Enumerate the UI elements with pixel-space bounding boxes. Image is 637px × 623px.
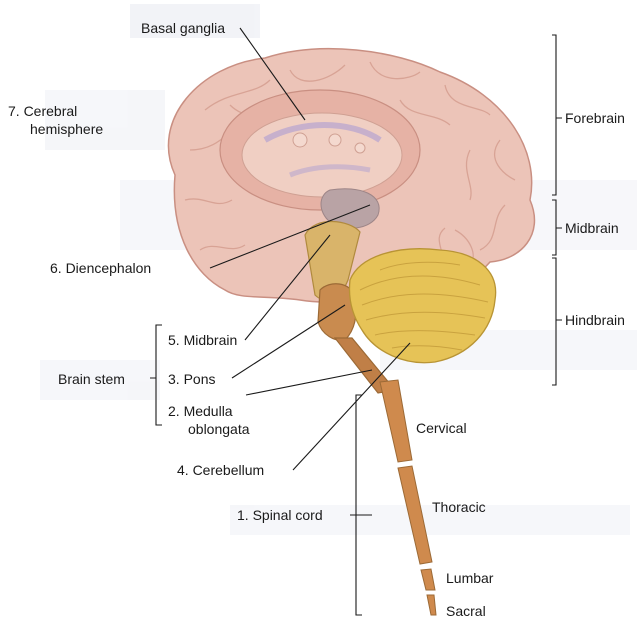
label-medulla: 2. Medulla: [168, 403, 233, 419]
segment-thoracic: Thoracic: [432, 499, 486, 515]
label-midbrain: 5. Midbrain: [168, 332, 237, 348]
label-medulla-2: oblongata: [188, 421, 250, 437]
segment-lumbar: Lumbar: [446, 570, 494, 586]
region-midbrain: Midbrain: [565, 220, 619, 236]
label-brain-stem: Brain stem: [58, 371, 125, 387]
label-cerebellum: 4. Cerebellum: [177, 462, 264, 478]
label-pons: 3. Pons: [168, 371, 215, 387]
region-forebrain: Forebrain: [565, 110, 625, 126]
segment-sacral: Sacral: [446, 603, 486, 619]
label-spinal-cord: 1. Spinal cord: [237, 507, 323, 523]
label-cerebral-hemisphere-2: hemisphere: [30, 121, 103, 137]
label-cerebral-hemisphere: 7. Cerebral: [8, 103, 77, 119]
spinal-cord: [380, 380, 436, 615]
segment-cervical: Cervical: [416, 420, 467, 436]
region-hindbrain: Hindbrain: [565, 312, 625, 328]
label-basal-ganglia: Basal ganglia: [141, 20, 225, 36]
label-diencephalon: 6. Diencephalon: [50, 260, 151, 276]
